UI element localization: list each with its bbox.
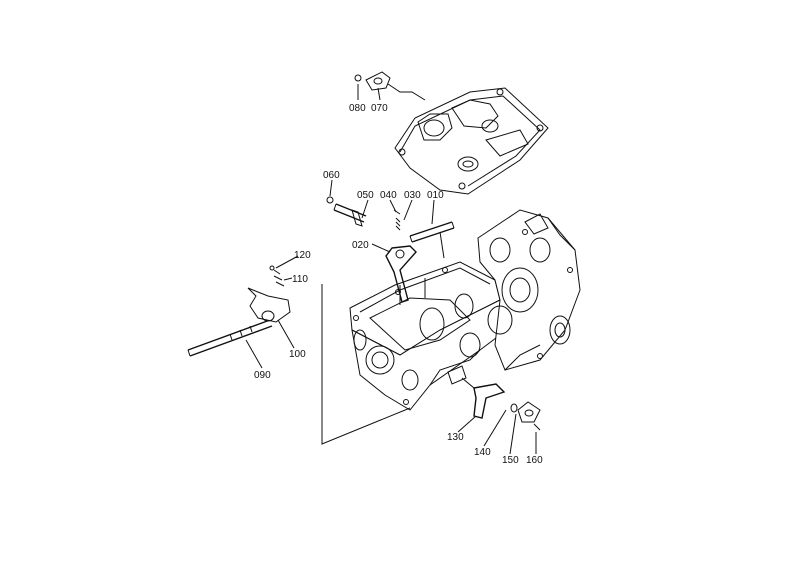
callout-labels: 080 070 060 050 040 030 010 020 120 110 … bbox=[254, 103, 543, 466]
callout-010: 010 bbox=[427, 190, 444, 201]
callout-020: 020 bbox=[352, 240, 369, 251]
callout-130: 130 bbox=[447, 432, 464, 443]
callout-040: 040 bbox=[380, 190, 397, 201]
callout-030: 030 bbox=[404, 190, 421, 201]
leader-lines bbox=[245, 84, 537, 455]
transmission-housing bbox=[349, 209, 581, 411]
callout-110: 110 bbox=[292, 274, 308, 285]
callout-160: 160 bbox=[526, 455, 543, 466]
top-cover-plate bbox=[394, 87, 549, 195]
shift-lever-assembly bbox=[385, 221, 455, 303]
callout-150: 150 bbox=[502, 455, 519, 466]
callout-050: 050 bbox=[357, 190, 374, 201]
callout-090: 090 bbox=[254, 370, 271, 381]
callout-100: 100 bbox=[289, 349, 306, 360]
upper-shaft-parts bbox=[326, 196, 401, 231]
callout-060: 060 bbox=[323, 170, 340, 181]
top-screws bbox=[354, 71, 426, 101]
callout-120: 120 bbox=[294, 250, 311, 261]
callout-140: 140 bbox=[474, 447, 491, 458]
callout-070: 070 bbox=[371, 103, 388, 114]
callout-080: 080 bbox=[349, 103, 366, 114]
lower-lever-parts bbox=[461, 377, 541, 431]
shift-fork-assembly bbox=[187, 265, 291, 357]
